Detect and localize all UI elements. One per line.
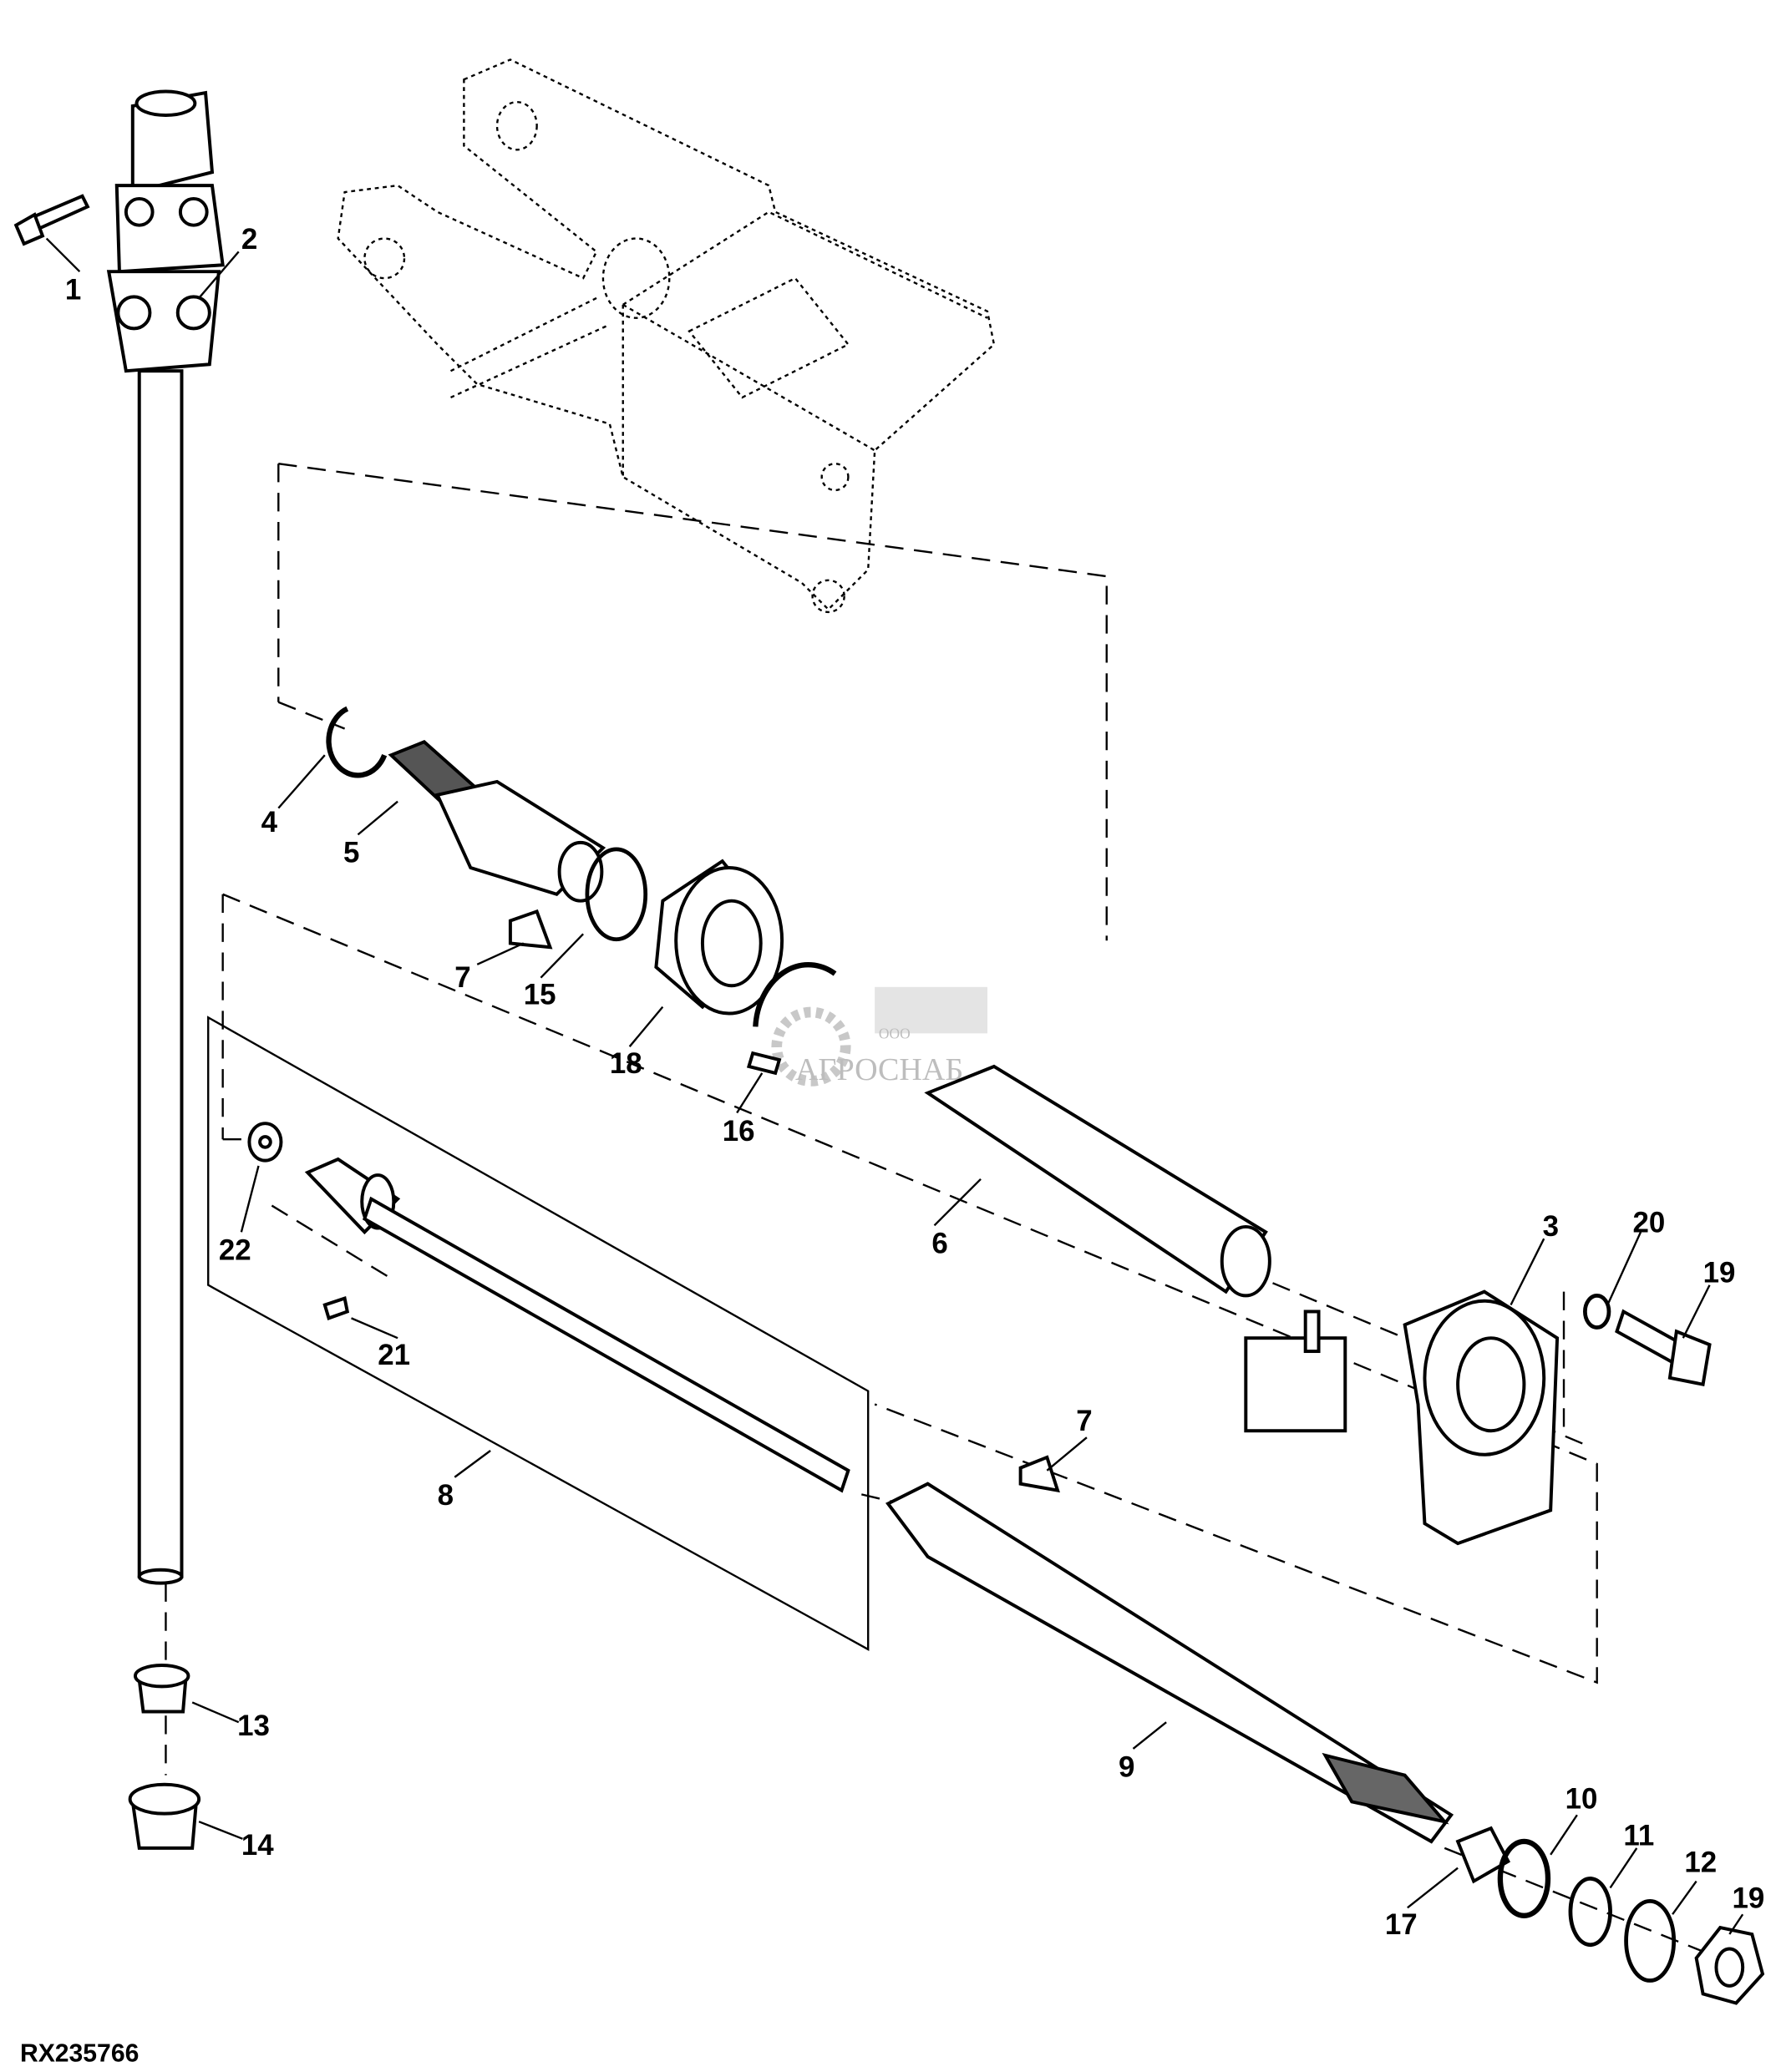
callout-1: 1 xyxy=(65,274,81,306)
part-retaining-ring xyxy=(585,847,648,942)
callout-4: 4 xyxy=(261,806,278,838)
part-washer-2 xyxy=(1497,1838,1551,1918)
figure-id: RX235766 xyxy=(20,2039,139,2067)
part-spacer xyxy=(1455,1826,1511,1884)
watermark-text: АГРОСНАБ xyxy=(795,1052,963,1087)
callout-10: 10 xyxy=(1565,1782,1598,1815)
part-bearing xyxy=(654,859,784,1016)
part-splined-shaft xyxy=(388,740,606,903)
callout-12: 12 xyxy=(1684,1846,1717,1878)
callout-7: 7 xyxy=(1076,1405,1092,1437)
callout-17: 17 xyxy=(1385,1908,1418,1941)
part-snap-ring xyxy=(326,706,388,778)
part-nut xyxy=(1694,1925,1765,2005)
callout-9: 9 xyxy=(1119,1750,1134,1783)
callout-6: 6 xyxy=(931,1228,947,1260)
part-snap-ring-3 xyxy=(1624,1898,1677,1983)
callout-2: 2 xyxy=(241,223,257,256)
callout-15: 15 xyxy=(524,978,556,1011)
callouts: 1 2 3 4 5 6 7 7 8 9 10 11 12 13 14 15 16… xyxy=(65,223,1764,1941)
part-woodruff-key xyxy=(508,909,553,950)
steering-column-housing xyxy=(337,58,996,614)
callout-22: 22 xyxy=(219,1234,251,1267)
part-woodruff-key-2 xyxy=(1018,1455,1060,1493)
part-steering-shaft-with-u-joint xyxy=(106,89,225,1585)
part-key xyxy=(746,1051,782,1076)
part-bushing xyxy=(133,1664,190,1714)
part-lock-washer xyxy=(1568,1877,1612,1948)
callout-13: 13 xyxy=(237,1710,270,1742)
callout-21: 21 xyxy=(378,1339,410,1371)
part-kit-box xyxy=(207,1016,870,1651)
part-lower-shaft xyxy=(885,1482,1454,1844)
part-washer xyxy=(1583,1294,1611,1330)
part-bolt-sensor xyxy=(1615,1309,1712,1387)
watermark-prefix: ООО xyxy=(879,1026,911,1042)
part-steering-sensor xyxy=(1244,1289,1560,1546)
callout-19: 19 xyxy=(1732,1882,1764,1914)
callout-7: 7 xyxy=(454,961,470,994)
callout-16: 16 xyxy=(723,1115,755,1147)
callout-19: 19 xyxy=(1703,1257,1736,1289)
callout-5: 5 xyxy=(343,837,359,869)
callout-11: 11 xyxy=(1623,1820,1654,1852)
callout-3: 3 xyxy=(1543,1210,1559,1243)
callout-8: 8 xyxy=(438,1479,454,1512)
part-bolt xyxy=(13,194,90,246)
part-sleeve xyxy=(128,1782,201,1850)
watermark-logo: ООО АГРОСНАБ xyxy=(771,986,987,1087)
callout-18: 18 xyxy=(610,1047,642,1080)
part-snap-ring-large xyxy=(753,962,837,1027)
callout-20: 20 xyxy=(1633,1206,1666,1239)
part-tube xyxy=(924,1064,1271,1298)
callout-14: 14 xyxy=(241,1829,274,1862)
